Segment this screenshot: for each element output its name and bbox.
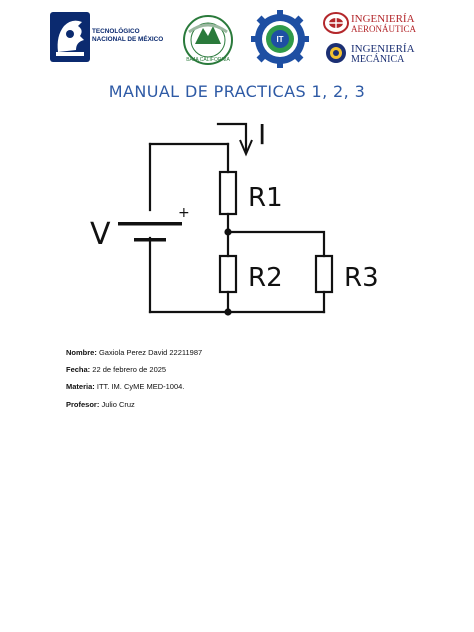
circuit-diagram: + V I R1 R2 R3 [90,118,379,316]
current-arrow-line [216,122,248,152]
tecnm-logo: TECNOLÓGICO NACIONAL DE MÉXICO [48,10,168,64]
tecnm-name: TECNOLÓGICO NACIONAL DE MÉXICO [92,28,168,44]
header-logos: TECNOLÓGICO NACIONAL DE MÉXICO BAJA CALI… [48,10,428,68]
tecnm-name-line2: NACIONAL DE MÉXICO [92,36,164,43]
info-value: 22 de febrero de 2025 [92,365,167,374]
mec-label-line2: MECÁNICA [351,54,405,65]
resistor-r3 [314,254,334,294]
junction-top [224,228,232,236]
current-label: I [258,118,266,151]
tecnm-emblem-icon [50,12,90,62]
mec-emblem-icon [326,43,346,63]
gear-center-text: IT [276,35,283,44]
source-label: V [90,217,111,252]
info-row-profesor: Profesor: Julio Cruz [66,400,135,409]
info-label: Materia: [66,382,95,391]
resistor-r1 [218,170,238,216]
info-value: Julio Cruz [101,400,135,409]
gear-seal-logo: IT [251,10,309,68]
battery-long-plate [118,222,182,226]
aero-label-line2: AERONÁUTICA [351,24,416,34]
info-value: ITT. IM. CyME MED-1004. [96,382,185,391]
current-arrow-head-icon [239,139,253,157]
junction-bottom [224,308,232,316]
battery-short-plate [134,238,166,242]
engineering-logos: INGENIERÍA AERONÁUTICA INGENIERÍA MECÁNI… [323,10,431,68]
info-value: Gaxiola Perez David 22211987 [98,348,203,357]
info-label: Nombre: [66,348,97,357]
info-label: Profesor: [66,400,100,409]
aero-emblem-icon [323,12,349,34]
resistor-label-r2: R2 [248,263,283,293]
wire-right-branch [226,230,326,314]
itt-ring-text: BAJA CALIFORNIA [186,57,230,63]
document-title: MANUAL DE PRACTICAS 1, 2, 3 [108,82,366,101]
tecnm-name-line1: TECNOLÓGICO [92,28,140,35]
info-row-nombre: Nombre: Gaxiola Perez David 22211987 [66,348,202,357]
info-row-materia: Materia: ITT. IM. CyME MED-1004. [66,382,184,391]
resistor-label-r3: R3 [344,263,379,293]
itt-seal-logo: BAJA CALIFORNIA [183,15,233,65]
info-row-fecha: Fecha: 22 de febrero de 2025 [66,365,166,374]
battery-plus-label: + [178,205,190,221]
resistor-label-r1: R1 [248,183,283,213]
aero-label-line1: INGENIERÍA [351,13,415,25]
mec-label-line1: INGENIERÍA [351,43,415,55]
resistor-r2 [218,254,238,294]
info-label: Fecha: [66,365,91,374]
